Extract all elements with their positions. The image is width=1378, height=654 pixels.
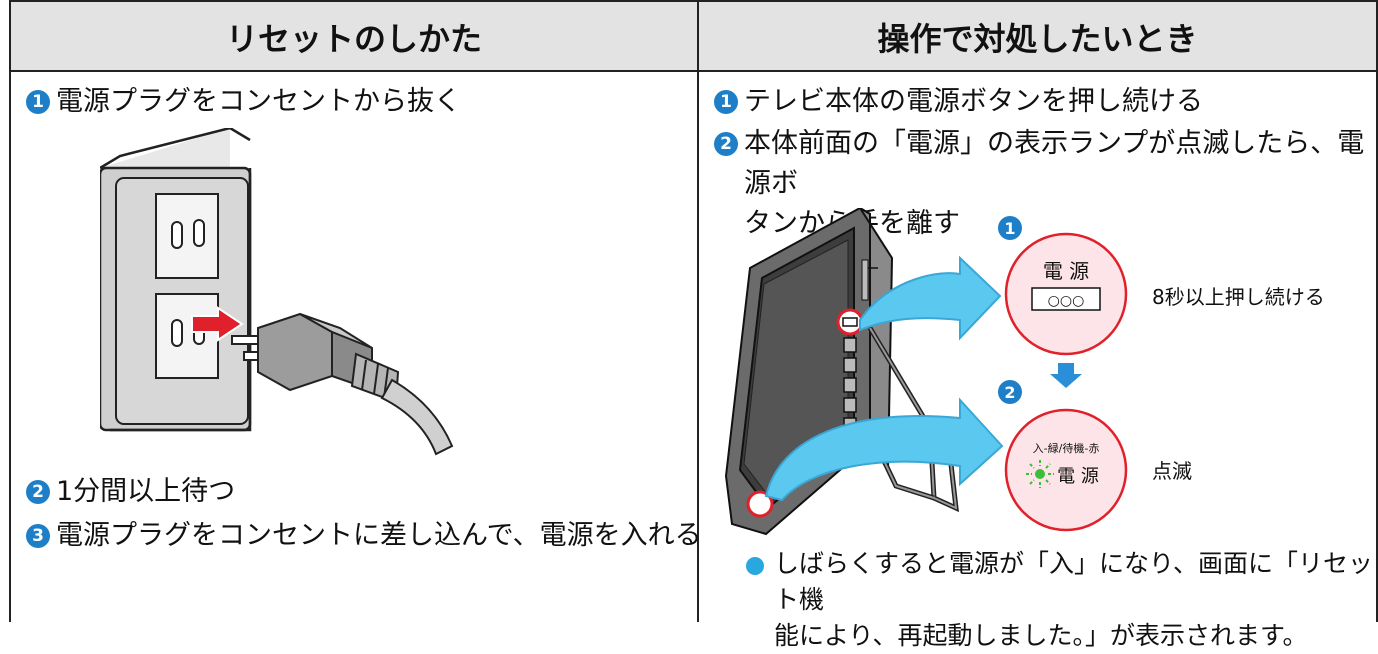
column-divider bbox=[697, 0, 699, 622]
step-number-badge: 1 bbox=[714, 90, 738, 114]
power-label-2: 電 源 bbox=[1057, 466, 1099, 487]
outlet-illustration bbox=[100, 128, 454, 456]
right-step-1-text: テレビ本体の電源ボタンを押し続ける bbox=[744, 86, 1203, 117]
note-line1: しばらくすると電源が「入」になり、画面に「リセット機 bbox=[774, 549, 1374, 614]
left-step-1-text: 電源プラグをコンセントから抜く bbox=[56, 86, 461, 117]
power-button-glyph: ○○○ bbox=[1048, 293, 1085, 309]
tv-diagram: 1 2 電 源 ○○○ 8秒以上押し続ける 入-緑/待機-赤 電 源 点滅 bbox=[724, 208, 1325, 536]
instruction-table bbox=[9, 0, 1378, 622]
note-text: しばらくすると電源が「入」になり、画面に「リセット機 能により、再起動しました。… bbox=[774, 546, 1376, 654]
left-step-3: 3 電源プラグをコンセントに差し込んで、電源を入れる bbox=[26, 516, 702, 556]
hold-instruction: 8秒以上押し続ける bbox=[1152, 285, 1325, 309]
right-step-1: 1 テレビ本体の電源ボタンを押し続ける bbox=[714, 82, 1203, 122]
left-step-1: 1 電源プラグをコンセントから抜く bbox=[26, 82, 461, 122]
note-bullet: しばらくすると電源が「入」になり、画面に「リセット機 能により、再起動しました。… bbox=[746, 546, 1376, 654]
blink-label: 点滅 bbox=[1152, 459, 1192, 483]
diagram-step2-marker: 2 bbox=[1004, 383, 1015, 402]
step-number-badge: 1 bbox=[26, 90, 50, 114]
right-step-2-line1: 本体前面の「電源」の表示ランプが点滅したら、電源ボ bbox=[744, 128, 1365, 199]
right-step-2-text: 本体前面の「電源」の表示ランプが点滅したら、電源ボ タンから手を離す bbox=[744, 124, 1374, 244]
step-number-badge: 3 bbox=[26, 524, 50, 548]
right-step-2: 2 本体前面の「電源」の表示ランプが点滅したら、電源ボ タンから手を離す bbox=[714, 124, 1374, 244]
step-number-badge: 2 bbox=[714, 132, 738, 156]
bullet-icon bbox=[746, 557, 764, 575]
header-operation-fix: 操作で対処したいとき bbox=[877, 20, 1198, 58]
header-reset-method: リセットのしかた bbox=[225, 20, 482, 58]
left-step-3-text: 電源プラグをコンセントに差し込んで、電源を入れる bbox=[56, 520, 702, 551]
power-label-1: 電 源 bbox=[1043, 259, 1089, 283]
step-number-badge: 2 bbox=[26, 480, 50, 504]
table-header-row: リセットのしかた 操作で対処したいとき bbox=[9, 0, 1378, 72]
left-step-2-text: 1分間以上待つ bbox=[56, 476, 236, 507]
lamp-caption: 入-緑/待機-赤 bbox=[1033, 441, 1100, 455]
note-line2: 能により、再起動しました。」が表示されます。 bbox=[774, 621, 1308, 650]
diagram-step1-marker: 1 bbox=[1004, 219, 1015, 238]
left-step-2: 2 1分間以上待つ bbox=[26, 472, 235, 512]
